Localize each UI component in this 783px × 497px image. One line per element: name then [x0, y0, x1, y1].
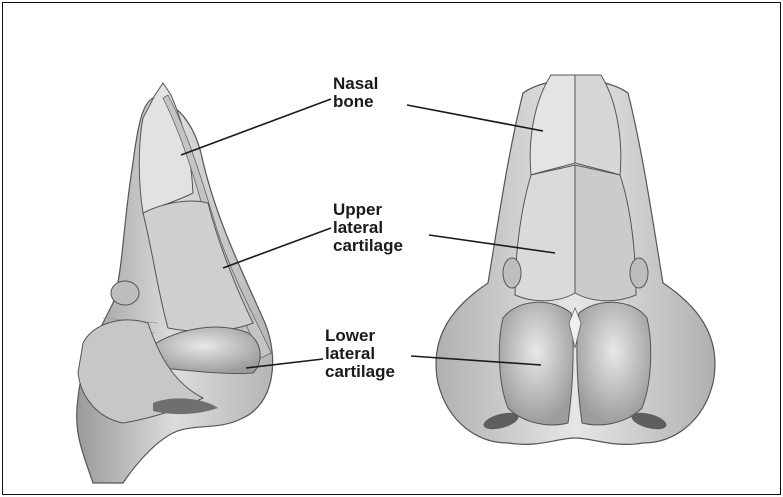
front-view-nose: [436, 75, 715, 444]
label-nasal-bone-line-2: bone: [333, 93, 378, 111]
front-sesamoid-left: [503, 258, 521, 288]
label-nasal-bone: Nasal bone: [333, 75, 378, 111]
label-upper-lateral-line-2: lateral: [333, 219, 403, 237]
side-sesamoid: [111, 281, 139, 305]
label-upper-lateral-cartilage: Upper lateral cartilage: [333, 201, 403, 255]
leader-upper-lateral-left: [223, 228, 331, 268]
label-upper-lateral-line-1: Upper: [333, 201, 403, 219]
label-lower-lateral-line-3: cartilage: [325, 363, 395, 381]
label-upper-lateral-line-3: cartilage: [333, 237, 403, 255]
front-sesamoid-right: [630, 258, 648, 288]
label-nasal-bone-line-1: Nasal: [333, 75, 378, 93]
label-lower-lateral-line-2: lateral: [325, 345, 395, 363]
label-lower-lateral-line-1: Lower: [325, 327, 395, 345]
front-lower-lateral-right: [577, 302, 651, 425]
side-view-nose: [77, 83, 273, 483]
leader-nasal-bone-left: [181, 99, 331, 155]
label-lower-lateral-cartilage: Lower lateral cartilage: [325, 327, 395, 381]
